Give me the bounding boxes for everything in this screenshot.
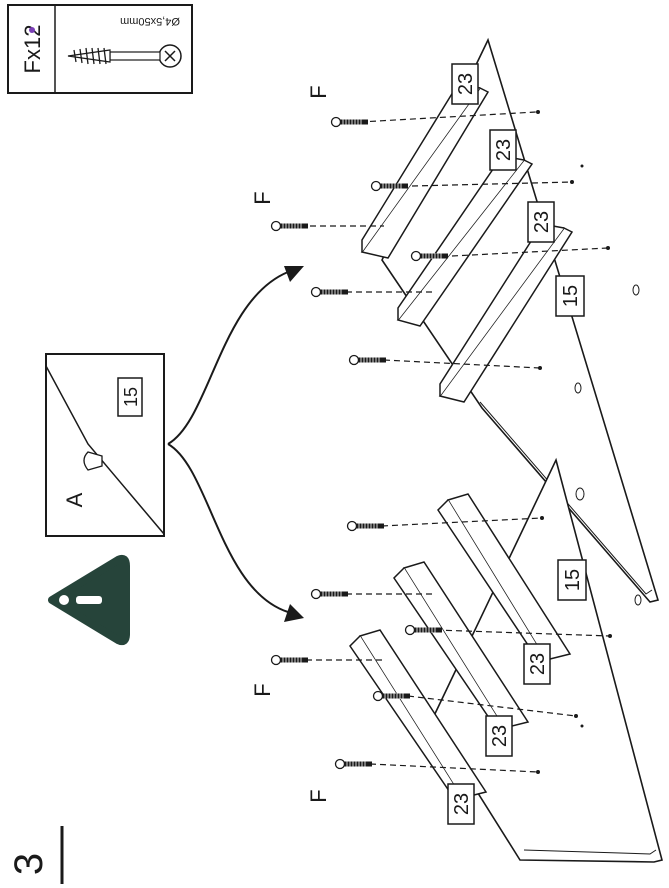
screw-top-1 — [330, 116, 369, 128]
screw-letter-bottom-2: F — [306, 789, 331, 802]
rail-label-top-1: 23 — [451, 63, 479, 105]
rail-bottom-2 — [393, 561, 530, 736]
rail-label-top-1-text: 23 — [455, 73, 477, 95]
panel-label-top-text: 15 — [560, 285, 582, 307]
detail-panel-label: 15 — [121, 387, 141, 407]
assembly-bottom: F F 23 23 23 15 — [250, 457, 663, 863]
screw-bottom-1 — [346, 520, 385, 532]
screw-top-5 — [310, 286, 349, 298]
warning-triangle — [48, 554, 130, 646]
rail-label-bottom-2-text: 23 — [489, 725, 511, 747]
screw-top-6 — [348, 354, 387, 366]
detail-dowel — [83, 451, 103, 471]
hardware-box: Fx12 Ø4,5x50mm — [7, 4, 193, 94]
rail-bottom-3 — [349, 629, 488, 806]
rail-label-bottom-2: 23 — [485, 715, 513, 757]
rail-label-top-2: 23 — [489, 129, 517, 171]
detail-box-frame — [45, 353, 165, 537]
rail-label-top-2-text: 23 — [493, 139, 515, 161]
arrowhead-bottom — [284, 604, 304, 622]
detail-panel-label-box — [117, 377, 143, 417]
rail-label-bottom-3: 23 — [447, 783, 475, 825]
screw-bottom-4 — [270, 654, 309, 666]
step-number-text: 3 — [7, 853, 51, 875]
arrowhead-top — [284, 266, 304, 282]
arrow-to-top — [167, 271, 289, 445]
panel-label-top: 15 — [555, 275, 585, 317]
marker-dot — [29, 27, 35, 33]
arrows — [167, 266, 304, 622]
hardware-spec-label: Ø4,5x50mm — [120, 15, 180, 27]
detail-panel-edge — [45, 365, 165, 535]
rail-label-top-3: 23 — [527, 201, 555, 243]
screw-top-3 — [270, 220, 309, 232]
screw-icon — [67, 44, 182, 68]
screw-letter-top-1: F — [306, 85, 331, 98]
rail-label-bottom-3-text: 23 — [451, 793, 473, 815]
detail-label-letter: A — [62, 492, 87, 507]
screw-bottom-2 — [310, 588, 349, 600]
rail-label-bottom-1-text: 23 — [527, 653, 549, 675]
exclamation-triangle-icon — [48, 554, 130, 646]
panel-label-bottom: 15 — [557, 559, 587, 601]
panel-label-bottom-text: 15 — [562, 569, 584, 591]
assembly-top: F F 23 23 23 15 — [250, 37, 660, 603]
screw-bottom-6 — [334, 758, 373, 770]
screw-letter-top-2: F — [250, 191, 275, 204]
rail-top-2 — [396, 155, 534, 327]
detail-box: A 15 — [45, 353, 165, 537]
arrow-to-bottom — [167, 443, 289, 613]
rail-label-top-3-text: 23 — [531, 211, 553, 233]
screw-letter-bottom-1: F — [250, 683, 275, 696]
rail-label-bottom-1: 23 — [523, 643, 551, 685]
step-number: 3 — [7, 826, 64, 884]
